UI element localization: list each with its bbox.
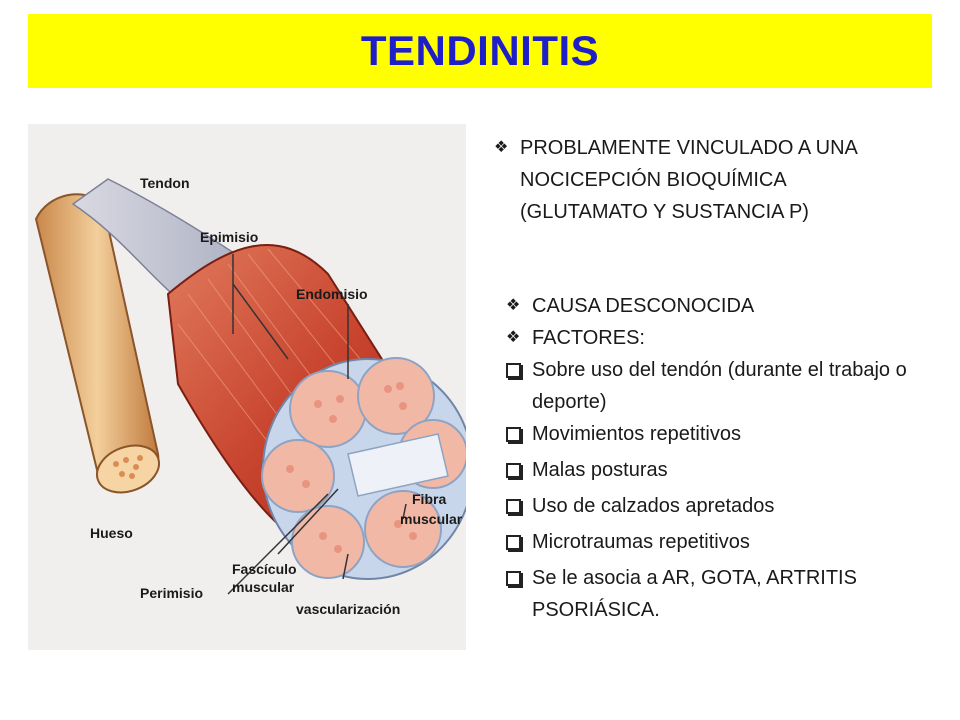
muscle-diagram-svg: Tendon Epimisio Endomisio Hueso Perimisi…: [34, 175, 466, 617]
bullet-item: Se le asocia a AR, GOTA, ARTRITIS PSORIÁ…: [506, 562, 926, 626]
bullet-item: ❖ CAUSA DESCONOCIDA: [506, 290, 926, 322]
bullet-text: PROBLAMENTE VINCULADO A UNA NOCICEPCIÓN …: [520, 137, 857, 223]
bullet-item: Movimientos repetitivos: [506, 418, 926, 454]
label-fasciculo: Fascículo: [232, 561, 297, 577]
bullet-text: Se le asocia a AR, GOTA, ARTRITIS PSORIÁ…: [532, 567, 857, 621]
label-fibra-2: muscular: [400, 511, 463, 527]
bullet-text: Sobre uso del tendón (durante el trabajo…: [532, 359, 907, 413]
label-tendon: Tendon: [140, 175, 190, 191]
checkbox-bullet-icon: [506, 490, 532, 526]
checkbox-bullet-icon: [506, 354, 532, 390]
bullet-item: Sobre uso del tendón (durante el trabajo…: [506, 354, 926, 418]
checkbox-bullet-icon: [506, 562, 532, 598]
label-epimisio: Epimisio: [200, 229, 258, 245]
bullet-text: Movimientos repetitivos: [532, 423, 741, 445]
cross-section: [261, 357, 466, 580]
bullet-text: CAUSA DESCONOCIDA: [532, 295, 755, 317]
muscle-anatomy-illustration: Tendon Epimisio Endomisio Hueso Perimisi…: [28, 124, 466, 650]
bullet-item: Uso de calzados apretados: [506, 490, 926, 526]
bullet-block-mechanism: ❖ PROBLAMENTE VINCULADO A UNA NOCICEPCIÓN…: [494, 132, 914, 228]
bullet-item: Microtraumas repetitivos: [506, 526, 926, 562]
label-perimisio: Perimisio: [140, 585, 203, 601]
bullet-text: Uso de calzados apretados: [532, 495, 775, 517]
bone-shape: [34, 193, 160, 494]
label-fasciculo-2: muscular: [232, 579, 295, 595]
diamond-bullet-icon: ❖: [494, 139, 509, 156]
checkbox-bullet-icon: [506, 418, 532, 454]
slide-title: TENDINITIS: [360, 27, 600, 74]
label-vascularizacion: vascularización: [296, 601, 400, 617]
title-bar: TENDINITIS: [28, 14, 932, 88]
bullet-block-causes: ❖ CAUSA DESCONOCIDA ❖ FACTORES: Sobre uso de…: [506, 290, 926, 626]
diamond-bullet-icon: ❖: [506, 297, 521, 314]
bullet-item: ❖ FACTORES:: [506, 322, 926, 354]
label-fibra: Fibra: [412, 491, 446, 507]
diamond-bullet-icon: ❖: [506, 329, 521, 346]
bullet-item: Malas posturas: [506, 454, 926, 490]
label-endomisio: Endomisio: [296, 286, 368, 302]
bullet-text: Malas posturas: [532, 459, 668, 481]
label-hueso: Hueso: [90, 525, 133, 541]
checkbox-bullet-icon: [506, 526, 532, 562]
bullet-text: Microtraumas repetitivos: [532, 531, 750, 553]
bullet-item: ❖ PROBLAMENTE VINCULADO A UNA NOCICEPCIÓN…: [494, 132, 914, 228]
bullet-text: FACTORES:: [532, 327, 645, 349]
checkbox-bullet-icon: [506, 454, 532, 490]
